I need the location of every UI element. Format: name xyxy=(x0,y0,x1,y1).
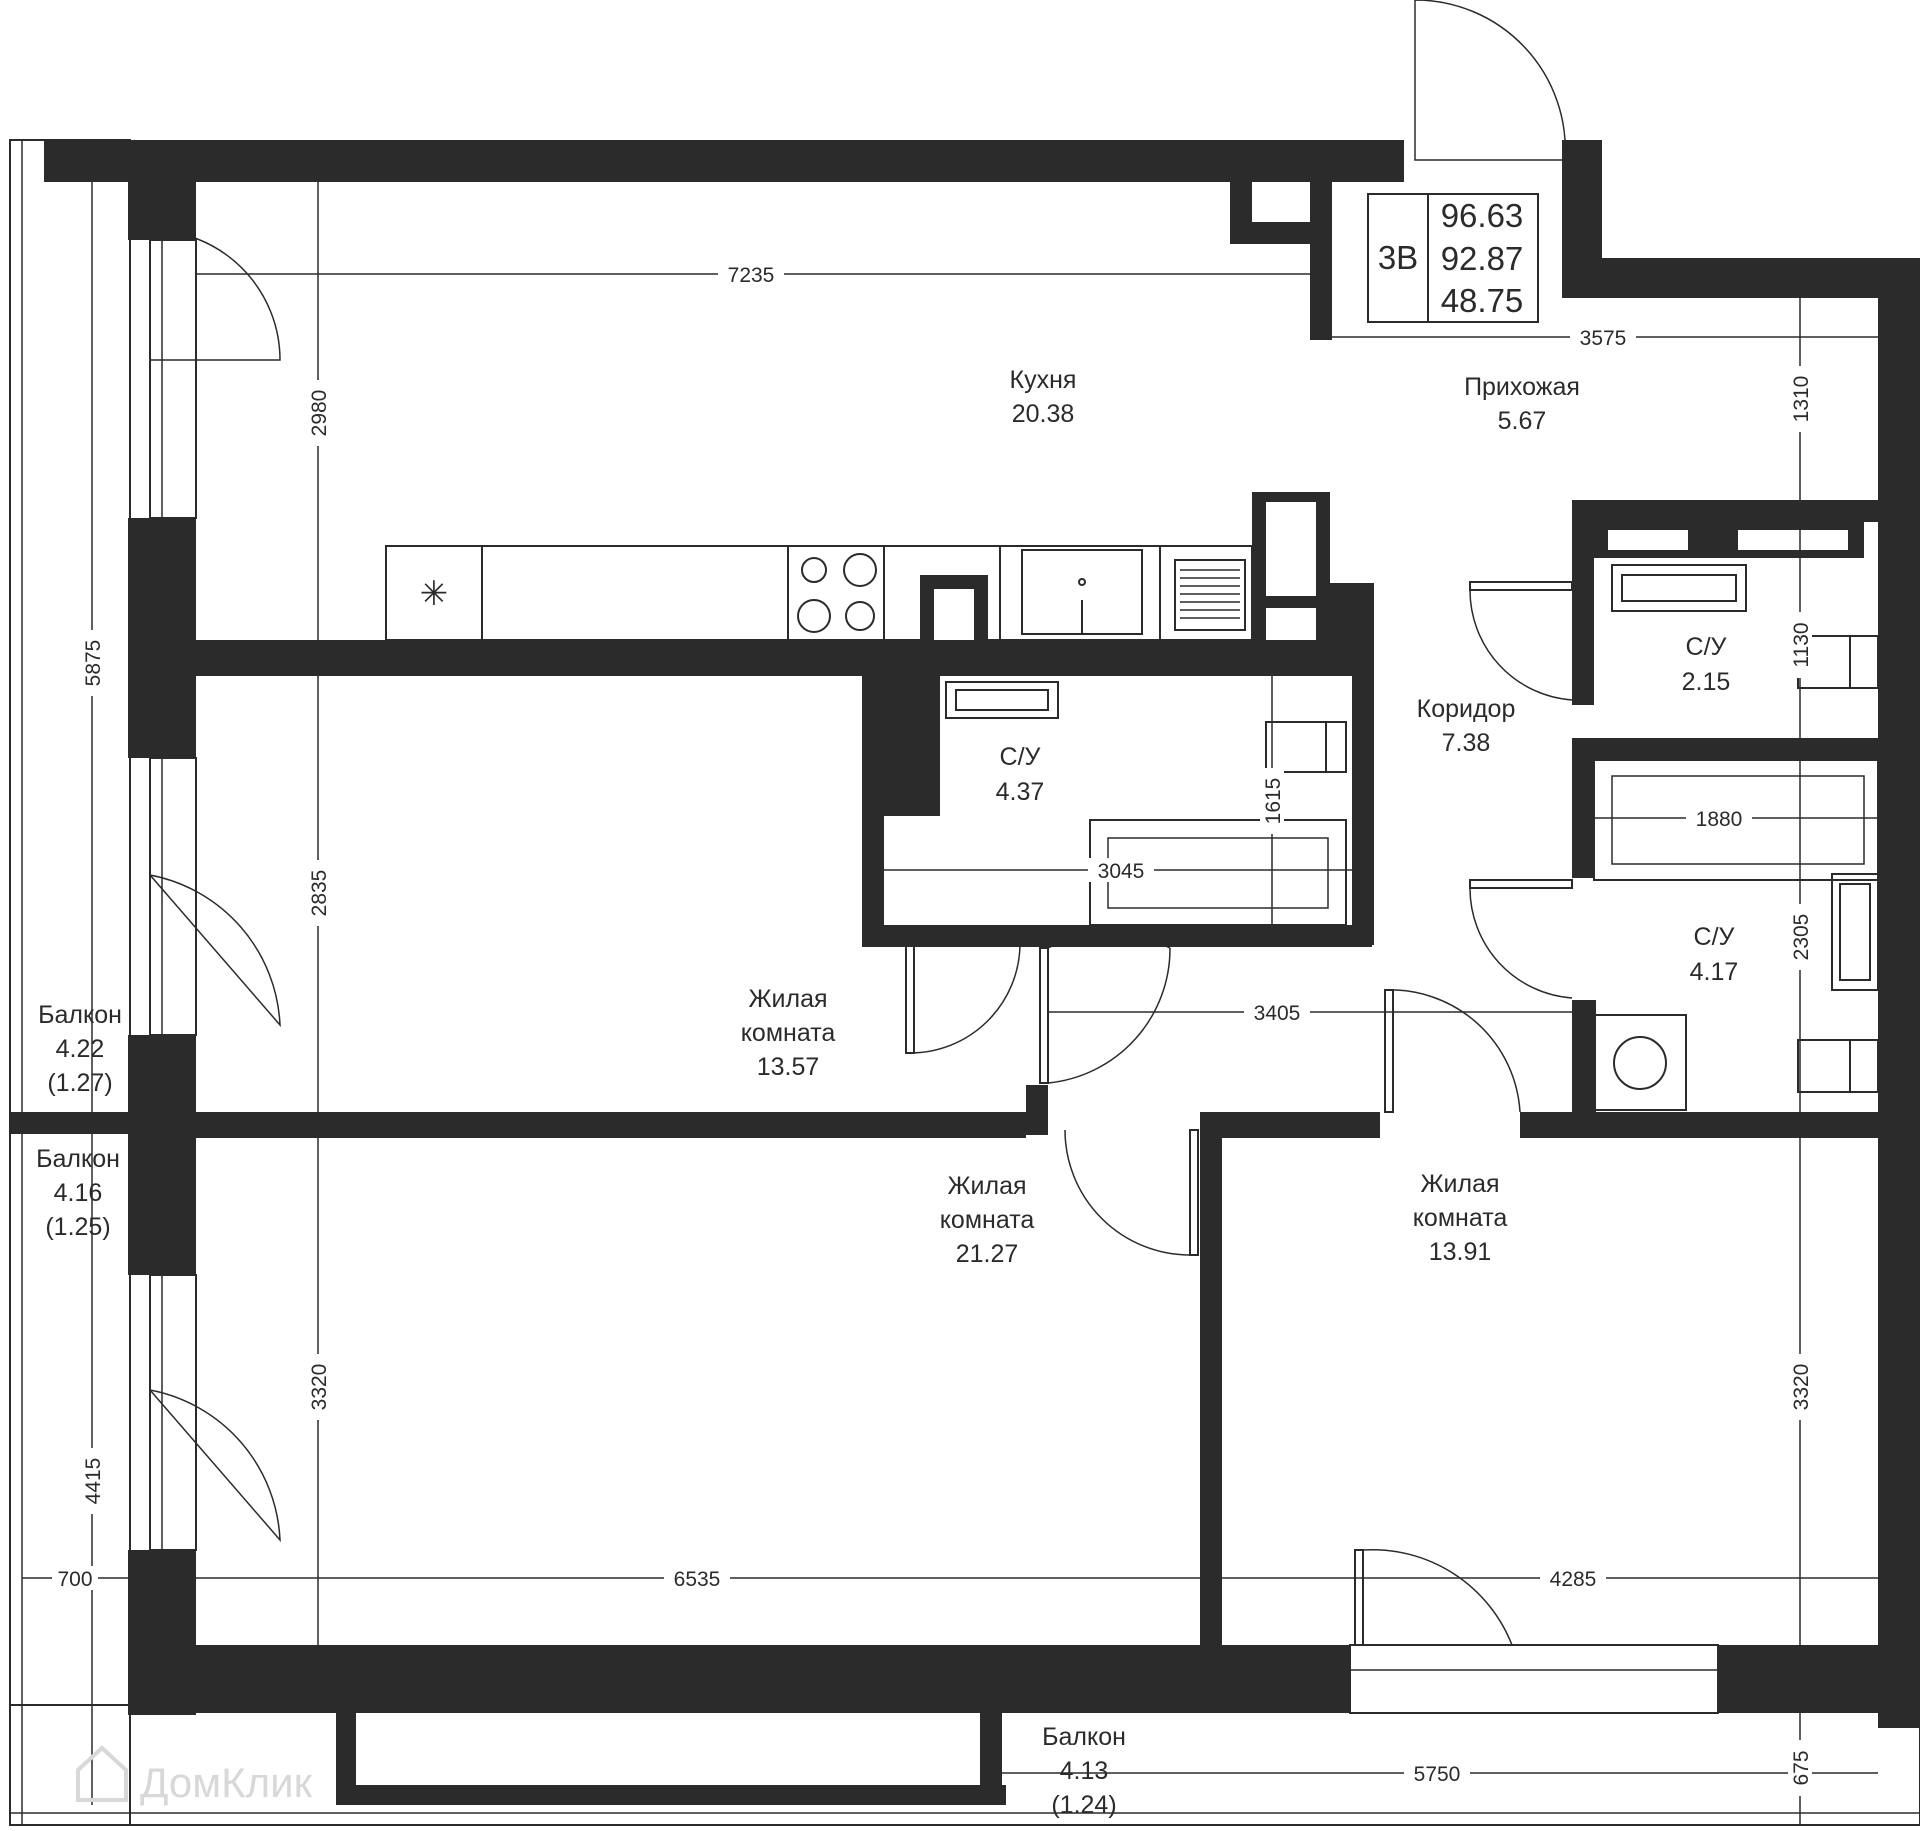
dim-bath2-depth: 1130 xyxy=(1790,622,1813,667)
dim-hall-depth: 1310 xyxy=(1790,376,1813,423)
watermark: ДомКлик xyxy=(76,1745,313,1806)
room-labels: Кухня 20.38 Прихожая 5.67 Коридор 7.38 С… xyxy=(36,366,1738,1819)
walls xyxy=(10,140,1920,1805)
watermark-text: ДомКлик xyxy=(140,1759,313,1806)
summary-box: 3В 96.63 92.87 48.75 xyxy=(1367,193,1539,323)
svg-text:✳: ✳ xyxy=(420,574,449,614)
dim-room3-width: 4285 xyxy=(1550,1568,1597,1591)
dim-room3-depth: 3320 xyxy=(1790,1364,1813,1411)
kitchen-name: Кухня xyxy=(1010,366,1077,394)
dim-bath1-width: 3045 xyxy=(1098,860,1145,883)
bath2-area: 2.15 xyxy=(1682,668,1731,696)
balcony-outlines xyxy=(9,139,1920,1826)
dim-bath3-width: 1880 xyxy=(1696,808,1743,831)
apartment-type: 3В xyxy=(1378,239,1418,276)
fixtures: ✳ xyxy=(385,492,1879,1111)
windows xyxy=(149,239,1719,1714)
dishwasher-icon xyxy=(1174,559,1246,631)
room3-name-line2: комната xyxy=(1413,1204,1508,1232)
area-living-total: 92.87 xyxy=(1441,240,1524,277)
area-total: 96.63 xyxy=(1441,197,1524,234)
dim-room1-depth: 2835 xyxy=(308,870,331,917)
dim-left-total-upper: 5875 xyxy=(82,640,105,687)
balcony2-area-reduced: (1.25) xyxy=(45,1213,110,1241)
dim-balcony-left-width: 700 xyxy=(57,1568,92,1591)
dim-kitchen-width: 7235 xyxy=(728,264,775,287)
dim-corridor-width: 3405 xyxy=(1254,1002,1301,1025)
balcony3-area: 4.13 xyxy=(1060,1757,1109,1785)
balcony1-area-reduced: (1.27) xyxy=(47,1069,112,1097)
dim-kitchen-depth: 2980 xyxy=(308,390,331,437)
dim-left-total-lower: 4415 xyxy=(82,1458,105,1505)
bath2-name: С/У xyxy=(1686,633,1727,661)
bath1-area: 4.37 xyxy=(996,778,1045,806)
corridor-area: 7.38 xyxy=(1442,729,1491,757)
balcony3-name: Балкон xyxy=(1042,1723,1126,1751)
dim-bath1-depth: 1615 xyxy=(1262,778,1285,825)
room2-name-line2: комната xyxy=(940,1206,1035,1234)
room2-area: 21.27 xyxy=(956,1240,1019,1268)
dim-room2-width: 6535 xyxy=(674,1568,721,1591)
area-living: 48.75 xyxy=(1441,282,1524,319)
dim-room2-depth: 3320 xyxy=(308,1364,331,1411)
room1-name-line1: Жилая xyxy=(748,985,827,1013)
doors xyxy=(149,0,1573,1646)
balcony2-name: Балкон xyxy=(36,1145,120,1173)
bath3-name: С/У xyxy=(1694,923,1735,951)
room3-name-line1: Жилая xyxy=(1420,1170,1499,1198)
dim-balcony-bottom-width: 5750 xyxy=(1414,1763,1461,1786)
kitchen-area: 20.38 xyxy=(1012,400,1075,428)
dim-bath3-depth: 2305 xyxy=(1790,914,1813,961)
hall-name: Прихожая xyxy=(1464,373,1580,401)
balcony1-area: 4.22 xyxy=(56,1035,105,1063)
bath3-area: 4.17 xyxy=(1690,958,1739,986)
hall-area: 5.67 xyxy=(1498,407,1547,435)
room3-area: 13.91 xyxy=(1429,1238,1492,1266)
room1-area: 13.57 xyxy=(757,1053,820,1081)
room2-name-line1: Жилая xyxy=(947,1172,1026,1200)
bath1-name: С/У xyxy=(1000,743,1041,771)
balcony3-area-reduced: (1.24) xyxy=(1051,1791,1116,1819)
dim-hall-width: 3575 xyxy=(1580,327,1627,350)
dim-balcony-bottom-depth: 675 xyxy=(1790,1750,1813,1785)
corridor-name: Коридор xyxy=(1417,695,1516,723)
house-logo-icon xyxy=(76,1745,128,1802)
balcony2-area: 4.16 xyxy=(54,1179,103,1207)
room1-name-line2: комната xyxy=(741,1019,836,1047)
dimension-labels: 7235 3575 3045 3405 1880 6535 4285 700 5… xyxy=(52,262,1813,1796)
balcony1-name: Балкон xyxy=(38,1001,122,1029)
